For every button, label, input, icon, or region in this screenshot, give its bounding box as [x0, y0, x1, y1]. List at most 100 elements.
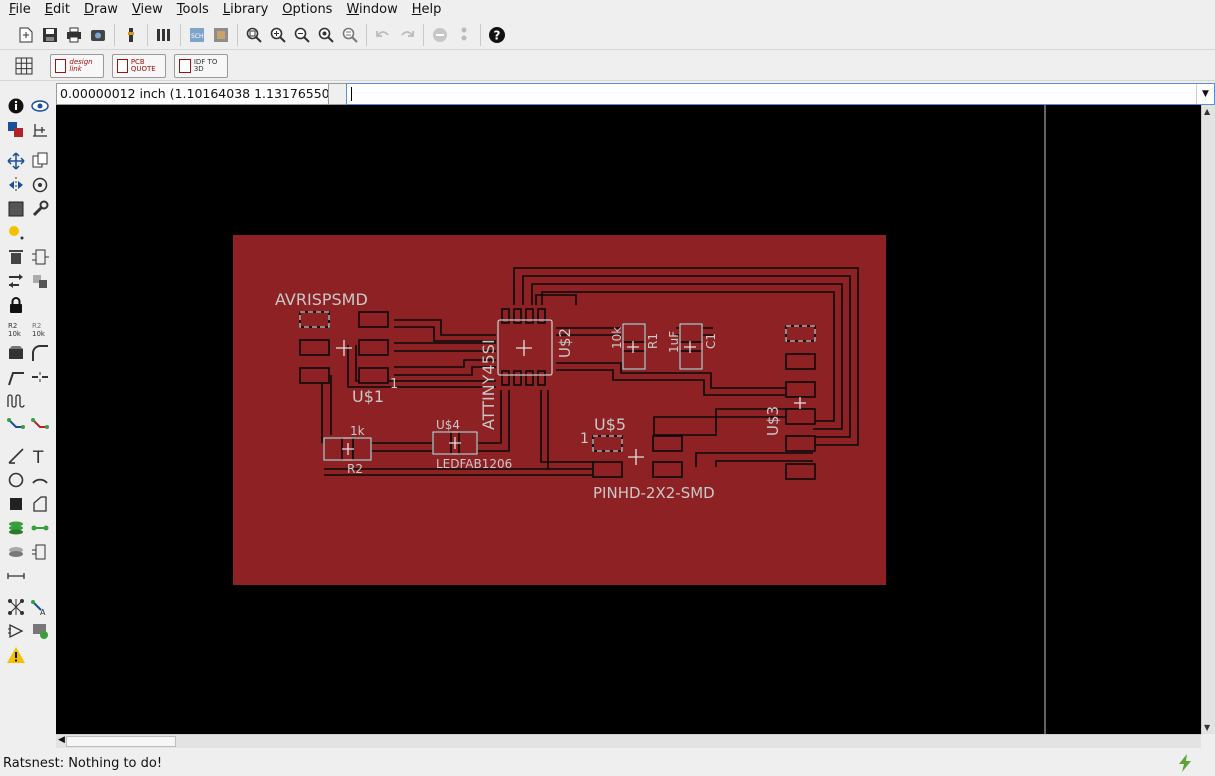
info-tool[interactable]	[6, 96, 26, 116]
save-button[interactable]	[38, 23, 62, 47]
group-tool[interactable]	[6, 199, 26, 219]
command-history-dropdown[interactable]: ▼	[1196, 84, 1214, 104]
delete-tool[interactable]	[6, 247, 26, 267]
ratsnest-tool[interactable]	[6, 597, 26, 617]
autorouter-tool[interactable]: A	[30, 597, 50, 617]
drc-tool[interactable]	[30, 621, 50, 641]
add-tool[interactable]	[30, 247, 50, 267]
menu-edit[interactable]: Edit	[44, 2, 70, 17]
go-button[interactable]	[452, 23, 476, 47]
rect-tool[interactable]	[6, 494, 26, 514]
menu-options[interactable]: Options	[282, 2, 333, 17]
wire-tool[interactable]	[6, 446, 26, 466]
zoom-fit-button[interactable]	[242, 23, 266, 47]
rotate-tool[interactable]	[30, 175, 50, 195]
command-input[interactable]	[347, 84, 1214, 104]
board-button[interactable]	[209, 23, 233, 47]
cam-button[interactable]	[86, 23, 110, 47]
eye-icon	[31, 100, 49, 112]
print-button[interactable]	[62, 23, 86, 47]
text-tool[interactable]: T	[30, 446, 50, 468]
silkscreen	[299, 311, 816, 461]
menu-tools[interactable]: Tools	[176, 2, 209, 17]
hole-tool[interactable]	[6, 542, 26, 562]
zoom-select-button[interactable]	[338, 23, 362, 47]
help-button[interactable]: ?	[485, 23, 509, 47]
stop-button[interactable]	[428, 23, 452, 47]
zoom-in-icon	[270, 27, 286, 43]
meander-tool[interactable]	[6, 391, 26, 411]
pad	[622, 323, 646, 343]
menu-window[interactable]: Window	[346, 2, 398, 17]
miter-icon	[32, 345, 48, 361]
split-tool[interactable]	[6, 343, 26, 363]
open-button[interactable]	[14, 23, 38, 47]
lock-tool[interactable]	[6, 295, 26, 315]
pad	[622, 350, 646, 370]
menu-help[interactable]: Help	[411, 2, 442, 17]
zoom-out-button[interactable]	[290, 23, 314, 47]
mark-tool[interactable]	[30, 120, 50, 140]
label-r2-value: 1k	[350, 424, 365, 438]
status-message: Ratsnest: Nothing to do!	[3, 755, 163, 771]
polygon-tool[interactable]	[30, 494, 50, 514]
menu-draw[interactable]: Draw	[83, 2, 118, 17]
redo-button[interactable]	[395, 23, 419, 47]
label-u4: U$4	[436, 418, 460, 432]
board-canvas[interactable]: AVRISPSMD U$1 1 U$5 1 PINHD-2X2-SMD 1k R…	[56, 105, 1201, 734]
idf-to-3d-button[interactable]: IDF TO 3D	[174, 53, 228, 78]
designlink-button[interactable]: design link	[50, 53, 104, 78]
miter-tool[interactable]	[30, 343, 50, 363]
board-outline	[233, 235, 886, 585]
grid-button[interactable]	[12, 54, 36, 78]
script-button[interactable]	[119, 23, 143, 47]
menu-view[interactable]: View	[131, 2, 163, 17]
optimize-tool[interactable]	[6, 367, 26, 387]
copy-tool[interactable]	[30, 151, 50, 171]
scroll-down-icon[interactable]: ▼	[1204, 723, 1211, 732]
schematic-button[interactable]: SCH	[185, 23, 209, 47]
show-tool[interactable]	[30, 96, 50, 116]
undo-button[interactable]	[371, 23, 395, 47]
ripup-tool[interactable]	[30, 367, 50, 387]
vertical-scrollbar[interactable]: ▲ ▼	[1201, 105, 1215, 734]
ulp-button[interactable]	[152, 23, 176, 47]
label-attiny: ATTINY45SI	[479, 339, 498, 430]
mirror-tool[interactable]	[6, 175, 26, 195]
via-tool[interactable]	[6, 518, 26, 538]
circle-tool[interactable]	[6, 470, 26, 490]
scroll-left-icon[interactable]: ◀	[58, 735, 65, 745]
bulb-icon	[9, 226, 24, 240]
zoom-in-button[interactable]	[266, 23, 290, 47]
pcb-quote-button[interactable]: PCB QUOTE	[112, 53, 166, 78]
pad	[432, 431, 452, 455]
route-multi-tool[interactable]	[30, 415, 50, 435]
display-tool[interactable]	[6, 120, 26, 140]
lightning-icon[interactable]	[1177, 754, 1193, 772]
horizontal-scrollbar[interactable]: ◀	[56, 734, 1201, 748]
signal-tool[interactable]	[30, 518, 50, 538]
route-tool[interactable]	[6, 415, 26, 435]
pad	[299, 311, 330, 328]
menu-file[interactable]: File	[9, 2, 31, 17]
print-icon	[67, 27, 81, 42]
zoom-redraw-button[interactable]	[314, 23, 338, 47]
erc-tool[interactable]	[6, 621, 26, 641]
attribute-tool[interactable]	[30, 542, 50, 562]
move-tool[interactable]	[6, 151, 26, 171]
arc-tool[interactable]	[30, 470, 50, 490]
zoom-out-icon	[294, 27, 310, 43]
menu-library[interactable]: Library	[222, 2, 269, 17]
pinswap-tool[interactable]	[6, 271, 26, 291]
horizontal-scroll-thumb[interactable]	[66, 736, 176, 747]
svg-text:A: A	[40, 608, 46, 617]
scroll-up-icon[interactable]: ▲	[1204, 107, 1211, 116]
paste-tool[interactable]	[6, 223, 26, 243]
dimension-tool[interactable]	[6, 566, 26, 586]
replace-tool[interactable]	[30, 271, 50, 291]
change-tool[interactable]	[30, 199, 50, 219]
errors-tool[interactable]	[6, 645, 26, 665]
